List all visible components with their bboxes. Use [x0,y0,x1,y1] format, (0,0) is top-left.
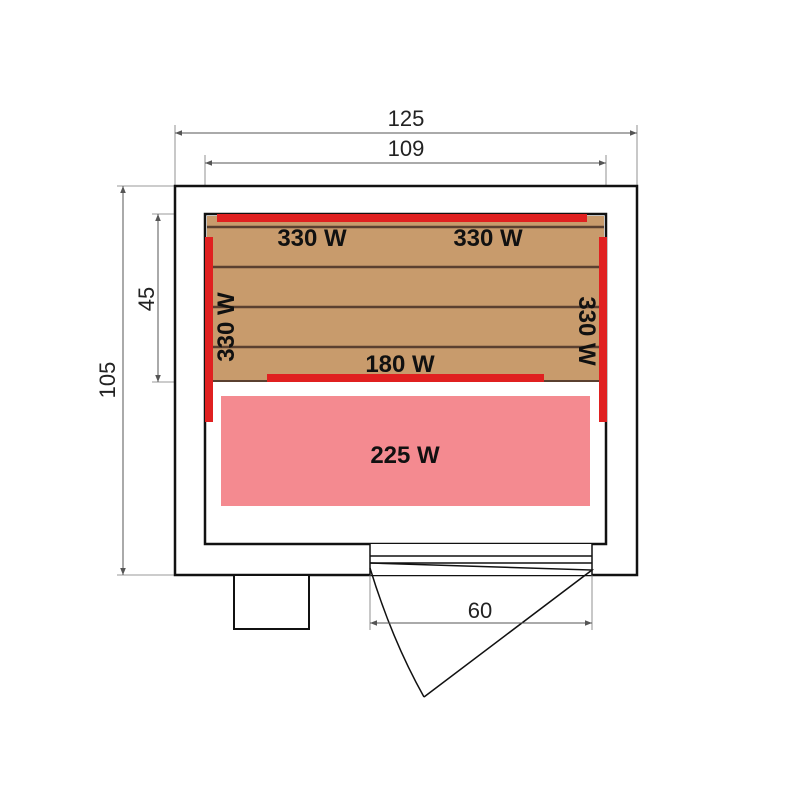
back-heater-strip [217,214,587,222]
bench-heater-label: 180 W [365,351,435,378]
bench [207,216,604,382]
bench-wood [207,216,604,381]
left-heater-strip [205,237,213,422]
door [369,544,595,698]
bench-depth-label: 45 [134,287,159,311]
door-swing-arc [369,567,425,698]
left-heater-label: 330 W [213,292,240,362]
dimension-outer-depth: 105 [95,185,175,576]
back-left-heater-label: 330 W [277,225,347,252]
outer-width-label: 125 [388,106,425,131]
back-right-heater-label: 330 W [453,225,523,252]
floor-heater [221,396,590,506]
inner-width-label: 109 [388,136,425,161]
dimension-inner-width: 109 [204,136,607,214]
dimension-outer-width: 125 [174,106,638,186]
right-heater-label: 330 W [573,296,600,366]
outer-depth-label: 105 [95,362,120,399]
bench-heater-strip [267,374,544,382]
floor-heater-label: 225 W [370,442,440,469]
external-box [233,574,310,630]
door-width-label: 60 [468,598,492,623]
right-heater-strip [599,237,607,422]
dimension-door-width: 60 [369,575,593,630]
door-gap [370,544,592,575]
door-leaf [369,562,595,698]
